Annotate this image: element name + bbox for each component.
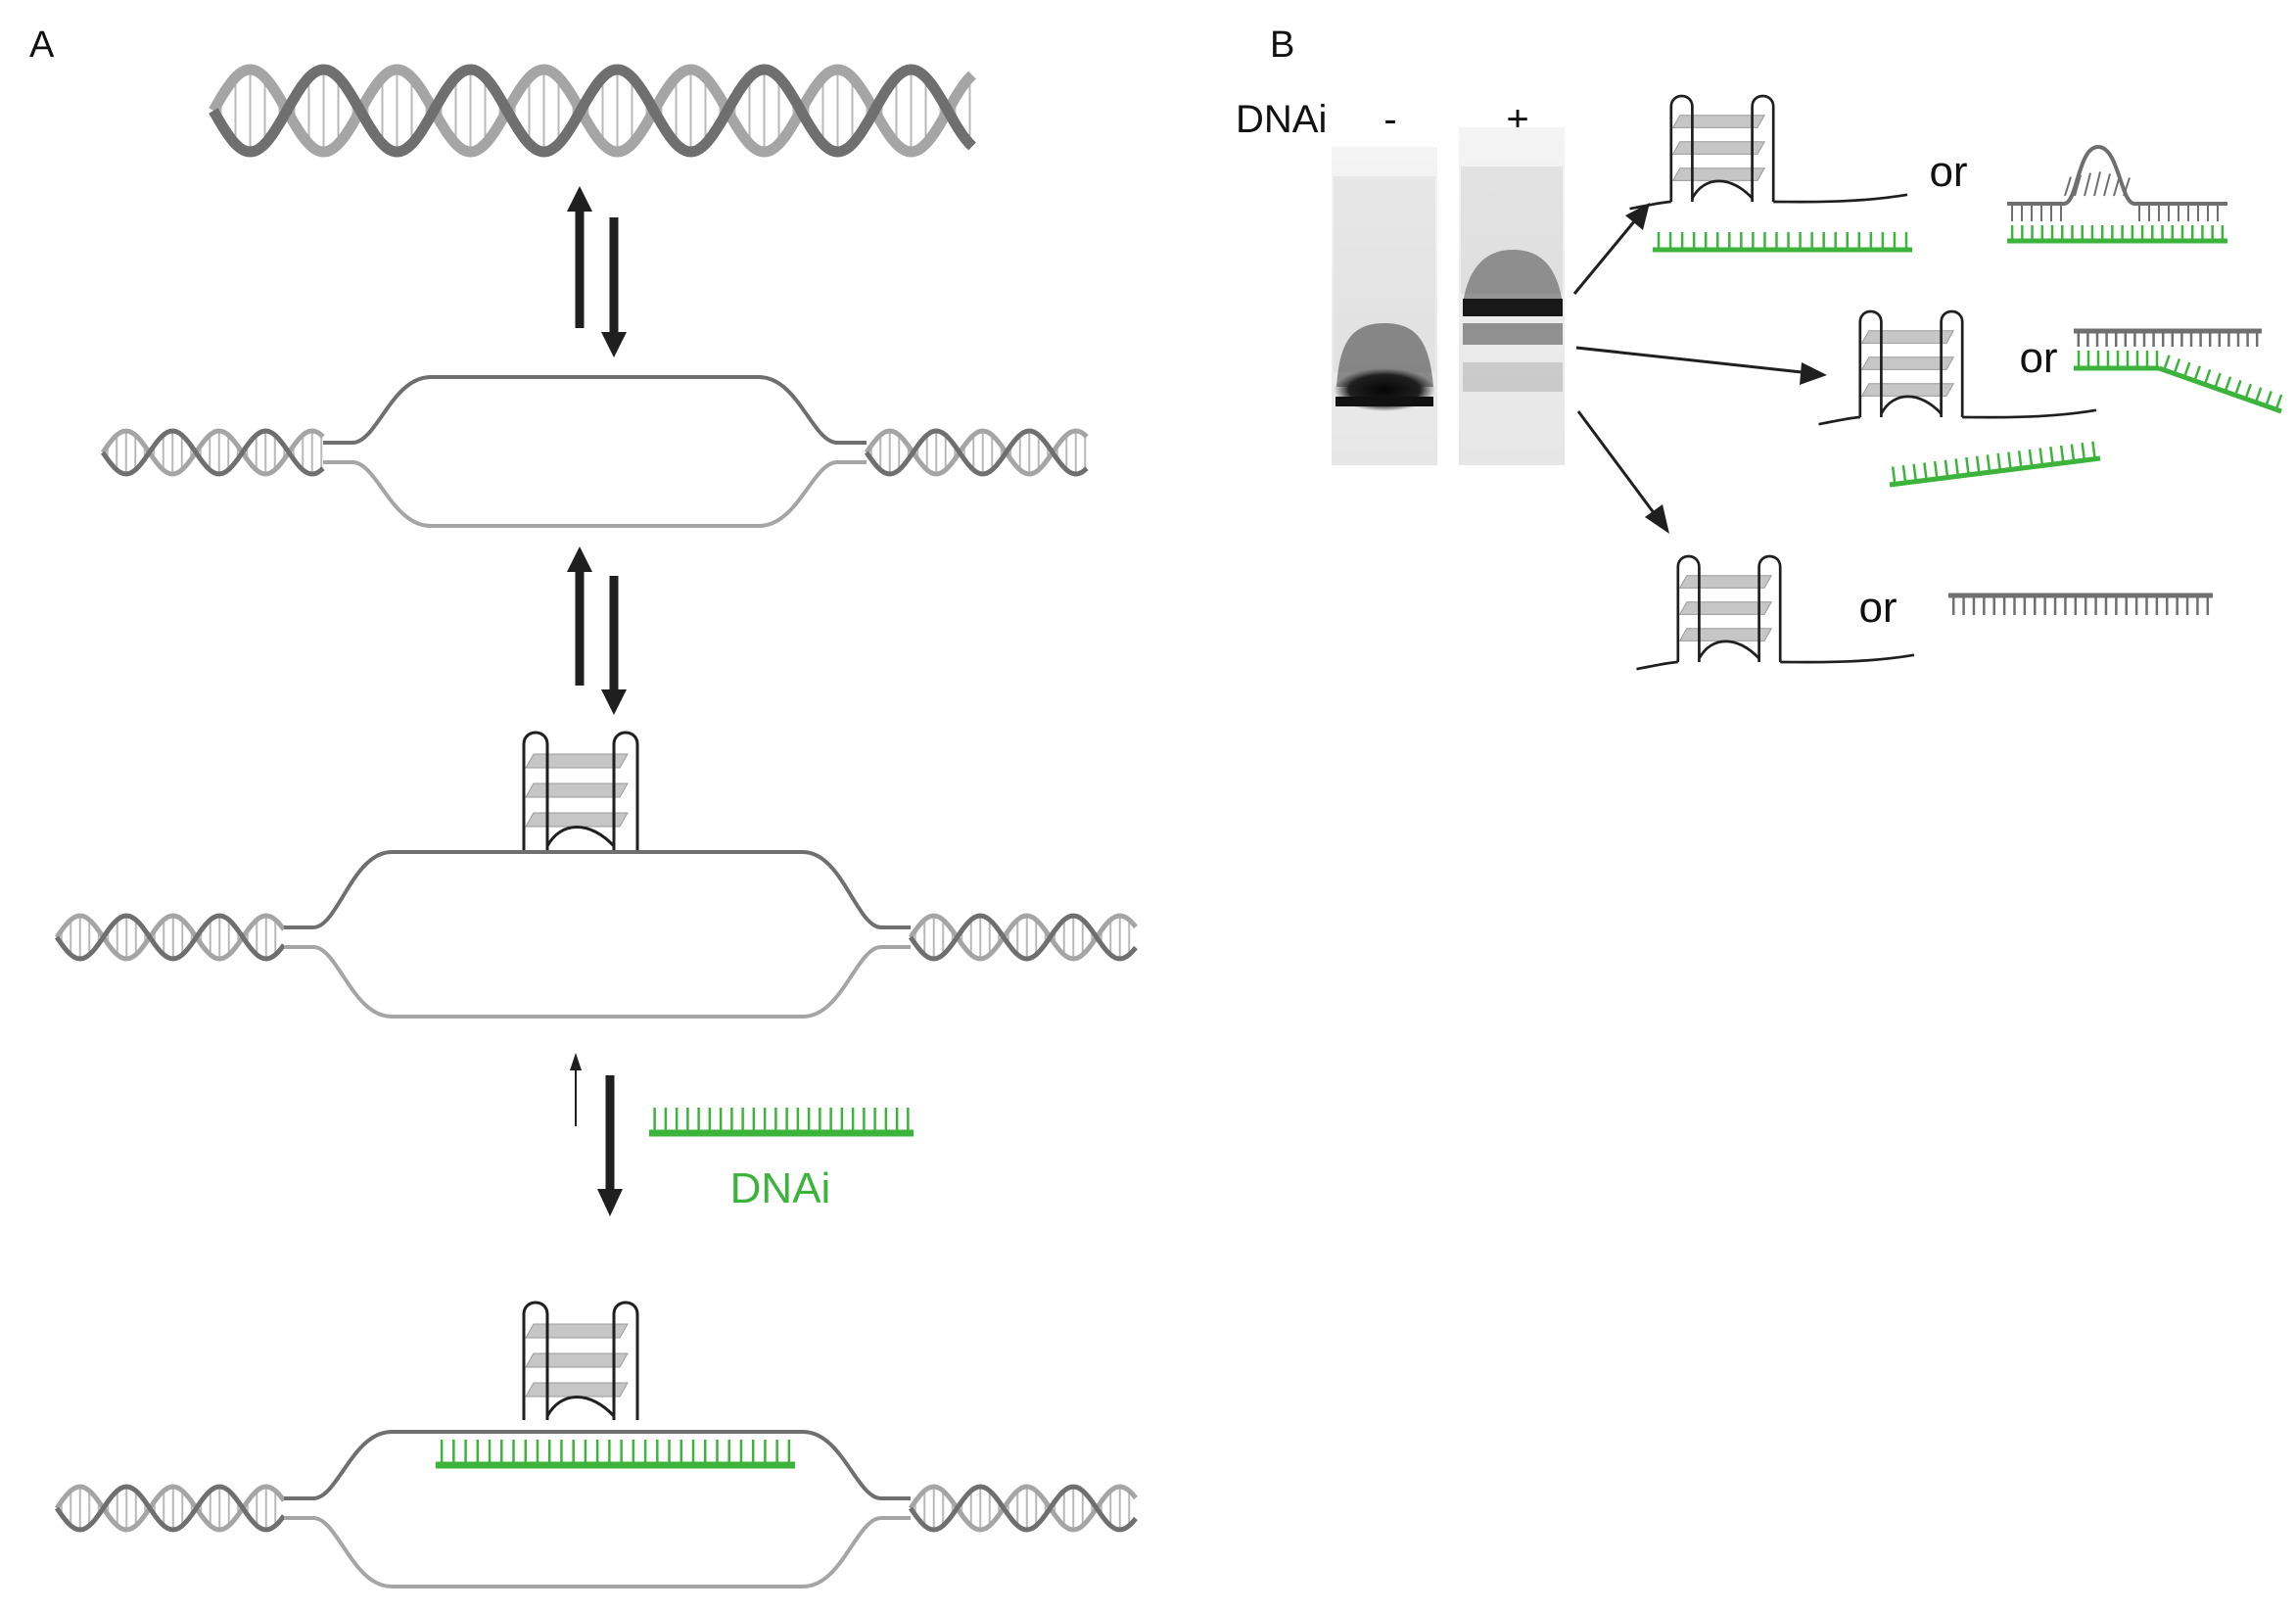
- dna-bubble-icon: [100, 375, 1089, 528]
- panel-b-label: B: [1270, 24, 1294, 66]
- dna-bubble-icon: [54, 850, 1138, 1019]
- or-label: or: [1929, 148, 1967, 196]
- single-strand-icon: [1948, 593, 2213, 615]
- equilibrium-arrows-icon: [567, 546, 627, 715]
- equilibrium-arrows-icon: [570, 1053, 623, 1216]
- lane-title: DNAi: [1236, 98, 1327, 141]
- dnai-label: DNAi: [730, 1164, 831, 1212]
- lane-minus-label: -: [1383, 98, 1396, 141]
- dnai-oligo-icon: [1889, 441, 2101, 488]
- g-quadruplex-icon: [1818, 309, 2097, 426]
- dnai-oligo-icon: [649, 1108, 914, 1137]
- dna-double-helix-icon: [209, 64, 976, 158]
- or-label: or: [1858, 584, 1897, 632]
- panel-a-label: A: [29, 24, 55, 66]
- dnai-oligo-icon: [1653, 232, 1912, 253]
- equilibrium-arrows-icon: [567, 186, 627, 357]
- dnai-oligo-icon: [436, 1440, 795, 1469]
- g-quadruplex-icon: [1636, 554, 1915, 671]
- g-quadruplex-icon: [1629, 94, 1908, 211]
- g-quadruplex-icon: [522, 1301, 639, 1420]
- gel-image-icon: [1332, 127, 1565, 465]
- duplex-bulge-icon: [2007, 144, 2227, 244]
- or-label: or: [2019, 334, 2057, 382]
- dna-bubble-icon: [54, 1430, 1138, 1588]
- g-quadruplex-icon: [522, 731, 639, 850]
- result-arrows: [1572, 203, 1827, 534]
- forked-duplex-icon: [2074, 328, 2283, 414]
